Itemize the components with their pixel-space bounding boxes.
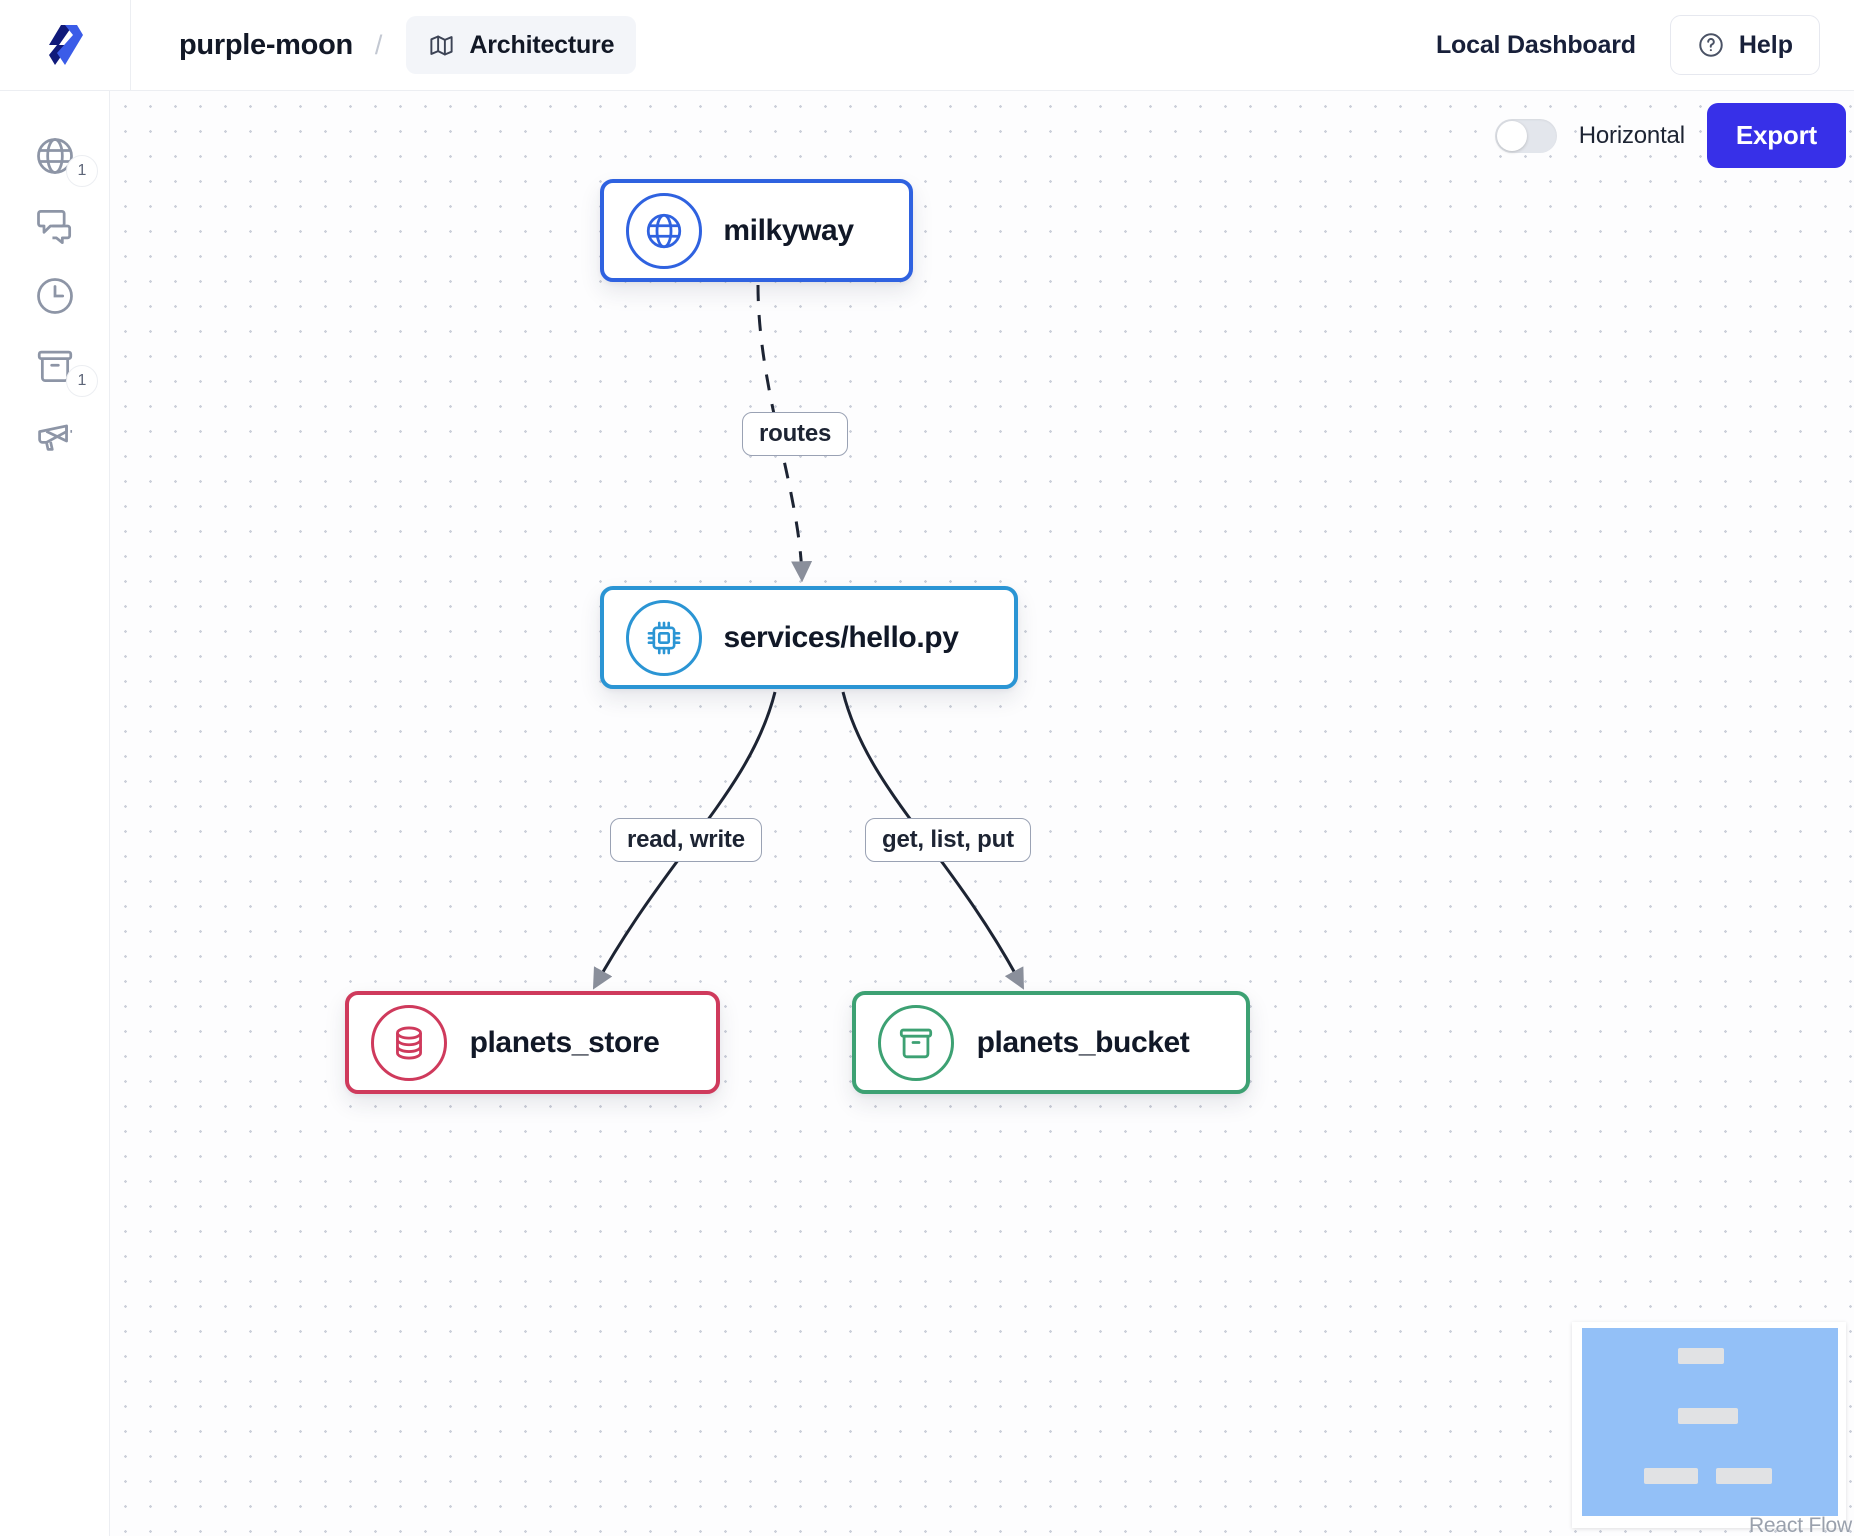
node-milkyway[interactable]: milkyway [600,179,913,282]
sidebar-item-cron[interactable] [0,261,110,331]
database-icon [396,1026,422,1059]
export-button[interactable]: Export [1706,103,1846,168]
node-service-hello-py[interactable]: services/hello.py [600,586,1018,689]
map-icon [430,35,454,55]
help-circle-icon [1699,33,1723,57]
chat-bubbles-icon [37,209,72,245]
sidebar-badge-endpoints: 1 [66,155,98,187]
sidebar-item-messaging[interactable] [0,191,110,261]
breadcrumb-separator: / [374,29,383,60]
minimap-viewport-mask [1582,1328,1838,1516]
cpu-chip-icon [647,621,681,654]
node-service-icon-ring [626,599,702,676]
clock-icon [37,278,73,314]
tab-architecture[interactable]: Architecture [406,16,637,74]
node-milkyway-icon-ring [626,192,702,269]
edge-label-read-write[interactable]: read, write [610,818,762,862]
minimap[interactable] [1572,1322,1846,1528]
sidebar-item-buckets[interactable]: 1 [0,331,110,401]
bucket-icon [899,1028,933,1058]
sidebar-badge-buckets: 1 [66,365,98,397]
toggle-knob [1496,120,1527,151]
edge-label-get-list-put[interactable]: get, list, put [865,818,1031,862]
minimap-node [1678,1408,1738,1424]
page-title: purple-moon [179,28,353,61]
sidebar-item-announcements[interactable] [0,401,110,471]
app-header: purple-moon / Architecture Local Dashboa… [0,0,1854,91]
minimap-node [1678,1348,1724,1364]
node-store-icon-ring [371,1004,447,1081]
react-flow-attribution[interactable]: React Flow [1748,1514,1852,1536]
globe-icon [646,213,682,248]
node-service-label: services/hello.py [723,620,959,654]
help-button-label: Help [1738,30,1793,59]
sidebar-item-endpoints[interactable]: 1 [0,121,110,191]
logo-container[interactable] [0,0,131,91]
horizontal-toggle-label: Horizontal [1578,121,1685,149]
edge-label-routes[interactable]: routes [742,412,849,456]
horizontal-layout-toggle[interactable] [1494,118,1557,153]
node-bucket-icon-ring [878,1004,954,1081]
node-store-label: planets_store [469,1025,660,1059]
node-planets-bucket[interactable]: planets_bucket [852,991,1250,1094]
node-milkyway-label: milkyway [723,213,854,247]
left-sidebar: 1 1 [0,91,110,1536]
node-bucket-label: planets_bucket [976,1025,1190,1059]
logo-mark-icon [49,25,83,65]
globe-icon [37,138,73,174]
architecture-canvas[interactable]: milkyway services/hello.py [110,91,1854,1536]
minimap-node [1644,1468,1698,1484]
tab-architecture-label: Architecture [469,30,615,59]
header-actions: Local Dashboard Help [1436,15,1854,75]
edges-layer [592,284,1024,990]
node-planets-store[interactable]: planets_store [345,991,720,1094]
minimap-node [1716,1468,1772,1484]
megaphone-icon [38,424,73,451]
local-dashboard-label: Local Dashboard [1435,30,1636,59]
help-button[interactable]: Help [1669,15,1820,75]
canvas-top-panel: Horizontal Export [1494,103,1846,168]
